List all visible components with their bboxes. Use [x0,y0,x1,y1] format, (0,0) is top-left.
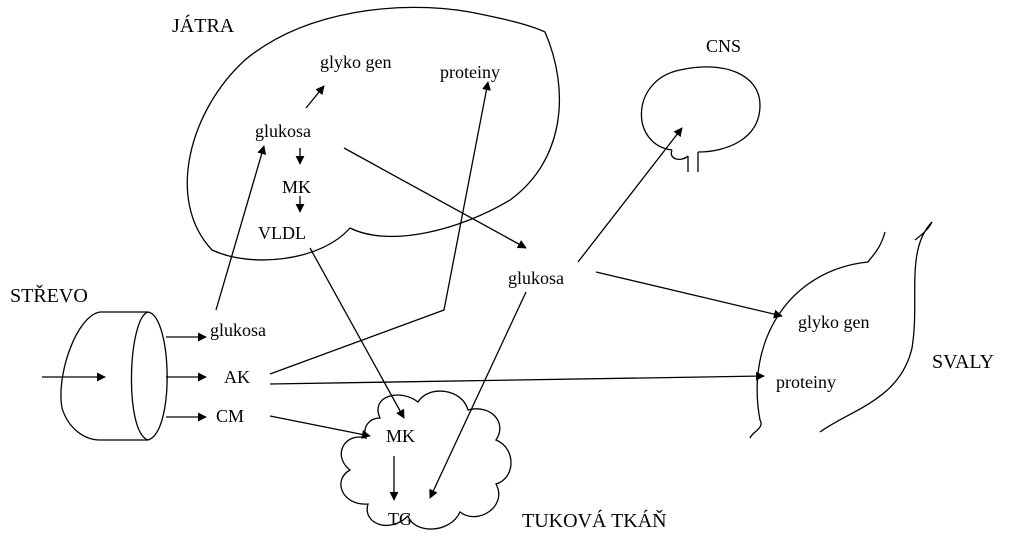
adipose-fatty-acids-label: MK [386,426,415,446]
arrow-liver-glucose-to-glycogen [305,85,325,109]
adipose-triglycerides-label: TG [388,509,412,529]
arrow-liver-glucose-to-blood [343,147,527,249]
intestine-title: STŘEVO [10,284,88,307]
adipose-title: TUKOVÁ TKÁŇ [522,509,667,532]
intestine-amino-acids-label: AK [224,367,250,387]
muscles-glycogen-label: glyko gen [798,312,870,332]
cns-title: CNS [706,36,741,56]
liver-proteins-label: proteiny [440,62,500,82]
cns-outline [640,66,761,153]
arrow-blood-glucose-to-cns [577,127,683,263]
liver-fatty-acids-label: MK [282,177,311,197]
arrow-amino-acids-to-liver-proteins [269,81,491,375]
cns-stem [670,149,699,172]
liver-glycogen-label: glyko gen [320,52,392,72]
arrow-blood-glucose-to-muscle-glycogen [595,271,783,319]
arrow-amino-acids-to-muscle-proteins [269,371,765,385]
intestine-glucose-label: glukosa [210,320,266,340]
arrow-blood-glucose-to-tg [429,291,527,499]
muscles-proteins-label: proteiny [776,372,836,392]
liver-title: JÁTRA [172,14,235,37]
flow-arrows [42,81,783,501]
adipose-cloud-outline [340,390,512,530]
liver-glucose-label: glukosa [255,121,311,141]
blood-glucose-label: glukosa [508,268,564,288]
liver-outline [186,6,560,261]
arrow-vldl-to-fatty-acids [309,247,405,419]
arrow-chylomicrons-to-fatty-acids [269,415,371,439]
intestine-chylomicrons-label: CM [216,406,244,426]
muscles-title: SVALY [932,351,994,373]
liver-vldl-label: VLDL [258,223,306,243]
intestine-cylinder [60,311,168,441]
arrow-glucose-to-liver [215,145,267,311]
